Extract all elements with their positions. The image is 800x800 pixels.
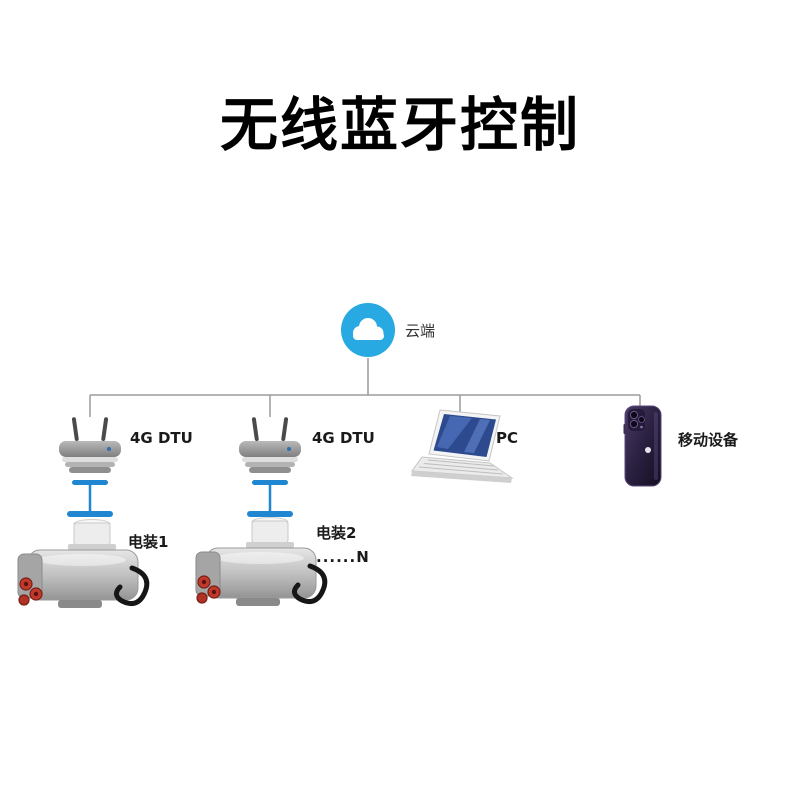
- dtu2-node: [237, 415, 303, 483]
- mobile-label: 移动设备: [678, 431, 739, 449]
- smartphone-icon: [623, 405, 662, 487]
- electric-actuator-icon: [17, 519, 150, 608]
- wireless-link-1-icon: [67, 480, 113, 517]
- tree-lines: [89, 358, 641, 417]
- cloud-icon: [341, 303, 395, 357]
- pc-label: PC: [496, 429, 519, 447]
- pc-node: [410, 407, 522, 493]
- actuator1-label: 电装1: [128, 533, 169, 551]
- wireless-link-2-icon: [247, 480, 293, 517]
- dtu1-label: 4G DTU: [130, 429, 193, 447]
- laptop-icon: [411, 409, 514, 483]
- actuator-more-label: ......N: [316, 548, 370, 566]
- cloud-label: 云端: [405, 321, 436, 340]
- mobile-node: [612, 404, 674, 492]
- 4g-dtu-icon: [239, 417, 301, 473]
- actuator1-node: [16, 518, 151, 630]
- electric-actuator-icon: [195, 517, 328, 606]
- cloud-node: 云端: [340, 302, 435, 358]
- actuator2-label: 电装2: [316, 524, 357, 542]
- dtu2-label: 4G DTU: [312, 429, 375, 447]
- dtu1-node: [57, 415, 123, 483]
- page-title: 无线蓝牙控制: [219, 91, 580, 159]
- 4g-dtu-icon: [59, 417, 121, 473]
- actuator2-node: [194, 516, 329, 628]
